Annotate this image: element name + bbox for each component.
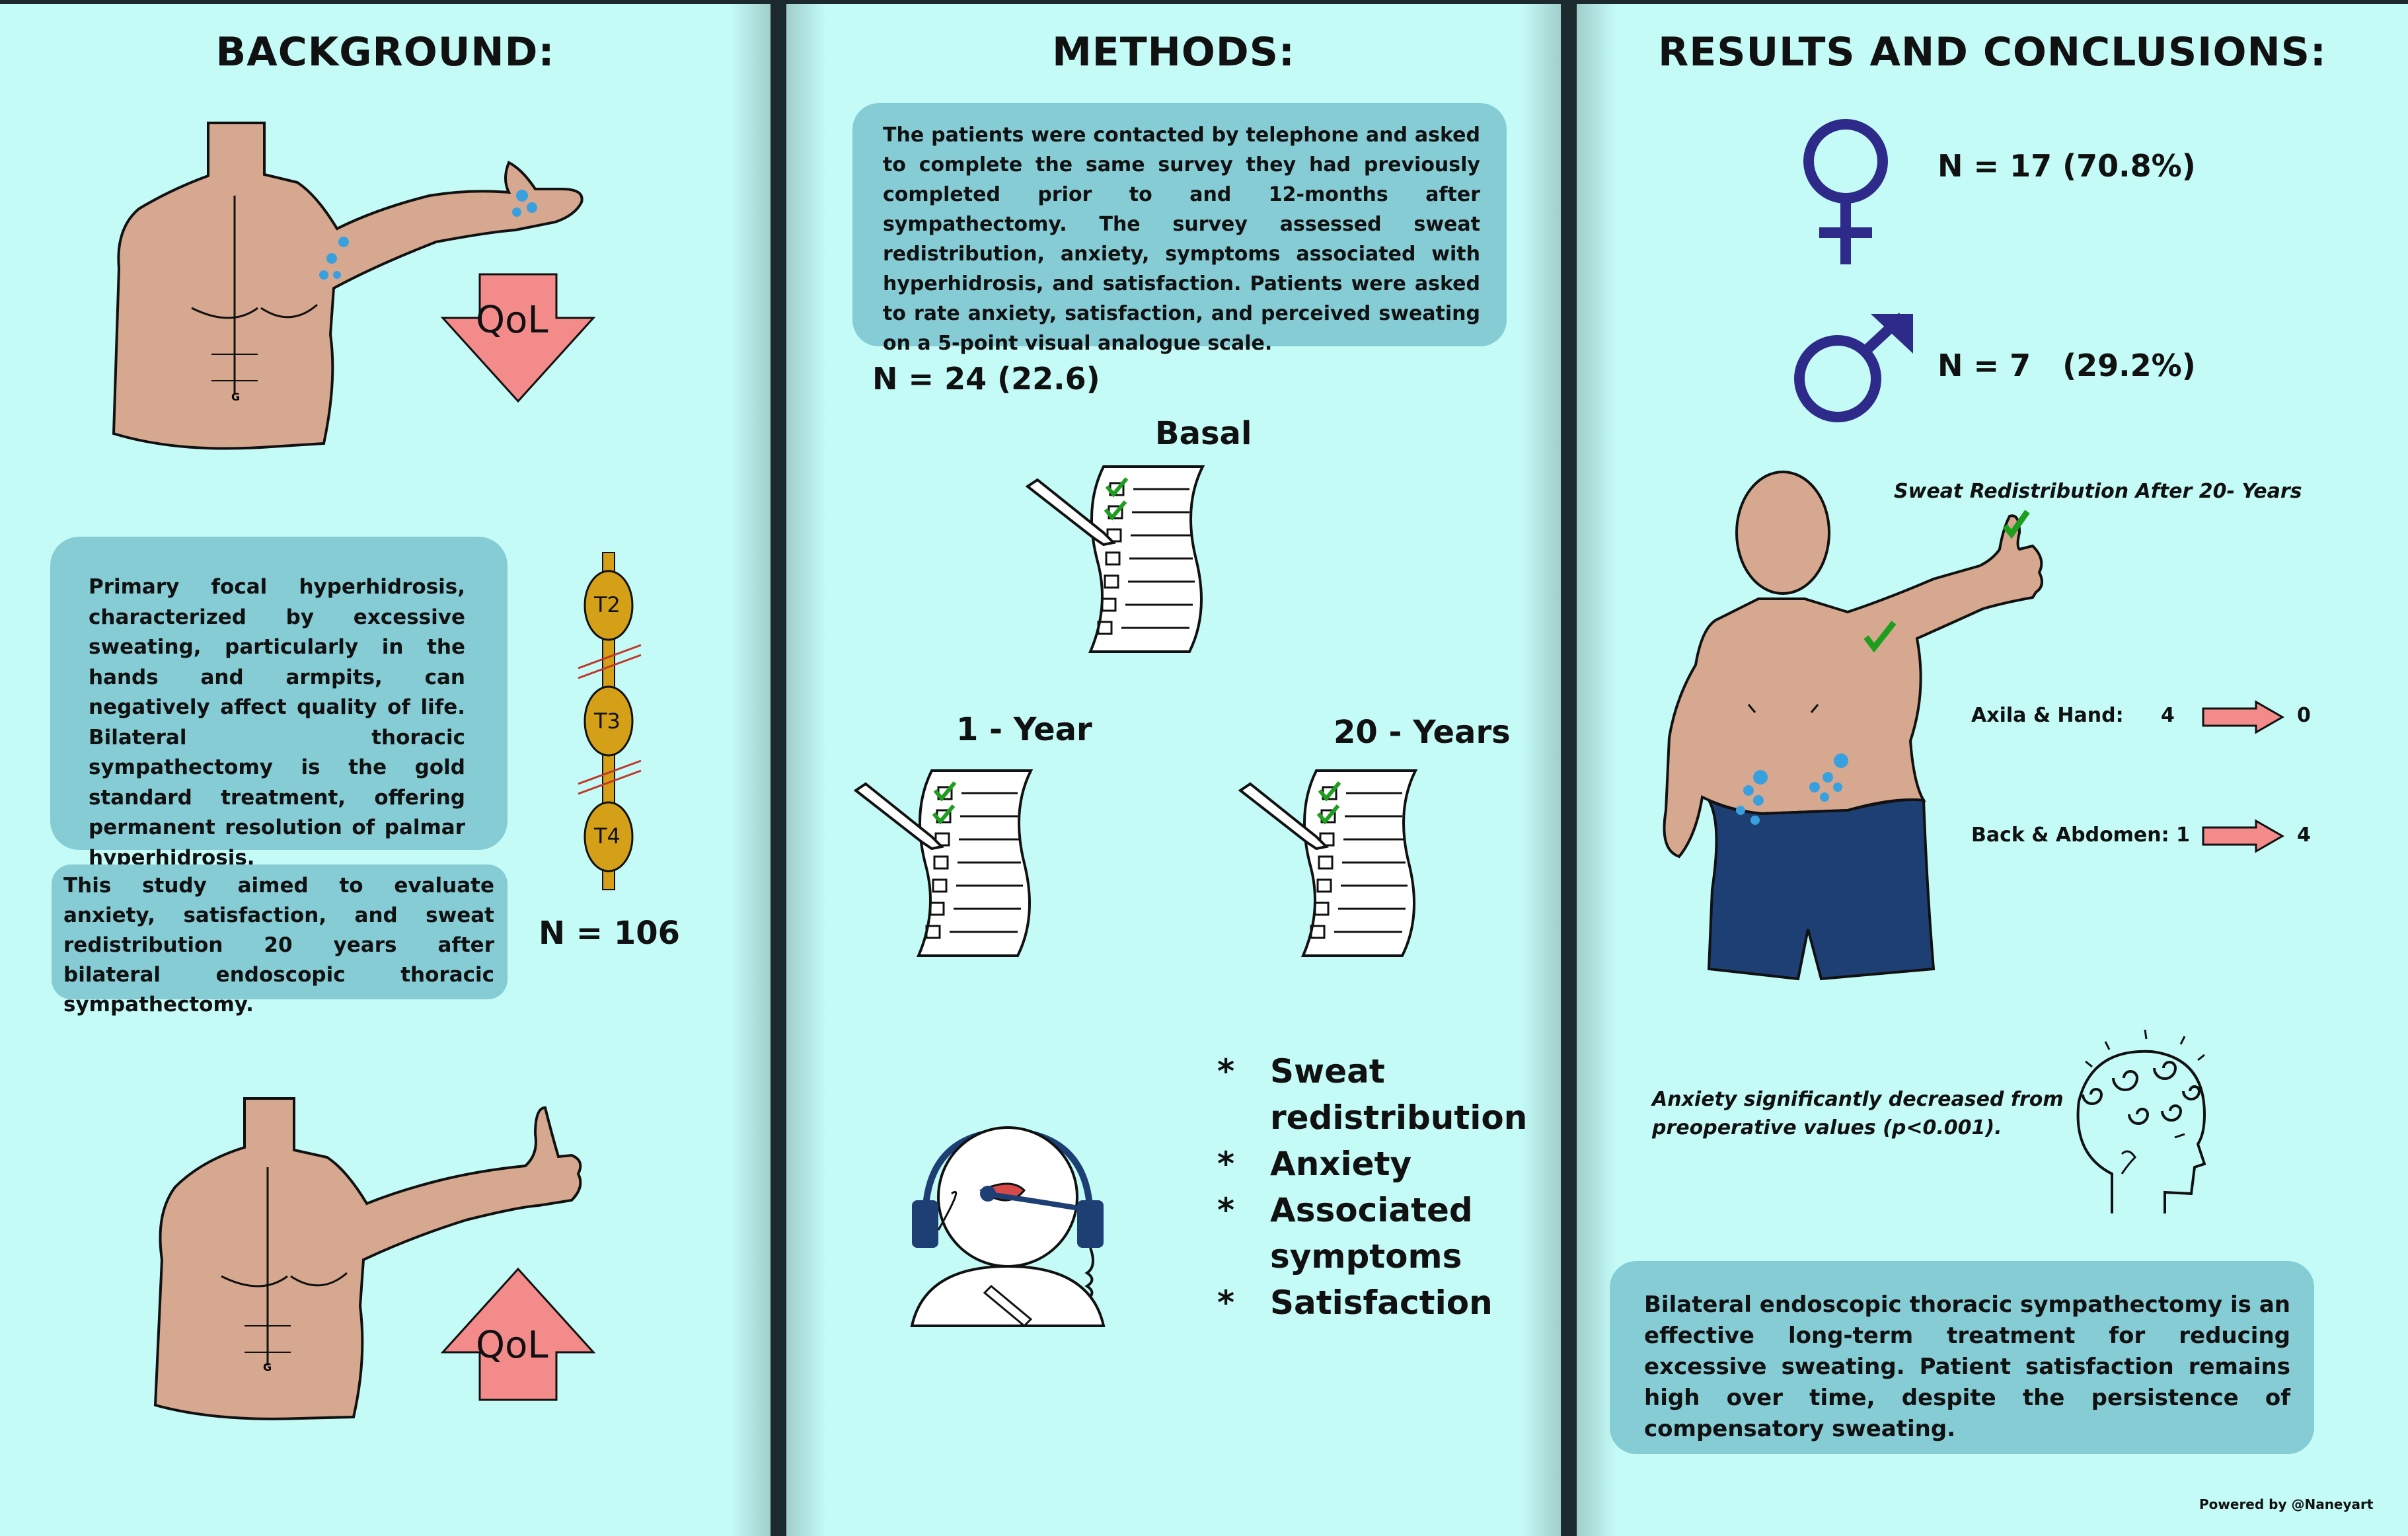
- back-abdomen-after: 4: [2297, 824, 2311, 847]
- survey-20-years-icon: [1238, 769, 1418, 957]
- sweating-torso-illustration: G: [112, 122, 583, 450]
- anxiety-result-line2: preoperative values (p<0.001).: [1652, 1116, 2002, 1139]
- thumbs-up-torso-illustration: G: [153, 1097, 582, 1420]
- qol-down-arrow-icon: [440, 273, 596, 403]
- timepoint-basal-label: Basal: [1155, 415, 1252, 452]
- results-title: RESULTS AND CONCLUSIONS:: [1658, 29, 2327, 75]
- anxiety-result-line1: Anxiety significantly decreased from: [1652, 1088, 2064, 1111]
- female-symbol-icon: [1803, 119, 1888, 264]
- study-aim-box: This study aimed to evaluate anxiety, sa…: [52, 864, 508, 1017]
- sweat-redistribution-title: Sweat Redistribution After 20- Years: [1894, 480, 2302, 503]
- ganglion-t3-label: T3: [594, 709, 621, 734]
- axila-hand-label: Axila & Hand:: [1971, 704, 2124, 727]
- timepoint-1-year-label: 1 - Year: [956, 711, 1092, 748]
- conclusion-box: Bilateral endoscopic thoracic sympathect…: [1610, 1261, 2314, 1454]
- svg-text:G: G: [263, 1361, 272, 1373]
- survey-basal-icon: [1025, 465, 1205, 653]
- male-symbol-icon: [1794, 313, 1913, 422]
- qol-down-label: QoL: [476, 299, 548, 342]
- methods-description-box: The patients were contacted by telephone…: [852, 103, 1507, 355]
- sympathetic-chain-illustration: [578, 552, 642, 890]
- back-abdomen-label: Back & Abdomen: 1: [1971, 824, 2190, 847]
- methods-panel: METHODS: The patients were contacted by …: [786, 4, 1561, 1536]
- axila-hand-after: 0: [2297, 704, 2311, 727]
- results-panel: RESULTS AND CONCLUSIONS: N = 17 (70.8%) …: [1577, 4, 2408, 1536]
- background-intro-box: Primary focal hyperhidrosis, characteriz…: [50, 537, 508, 870]
- ganglion-t2-label: T2: [594, 592, 621, 617]
- credit-text: Powered by @Naneyart: [2199, 1496, 2374, 1512]
- list-item: *Satisfaction: [1217, 1284, 1493, 1322]
- conclusion-text: Bilateral endoscopic thoracic sympathect…: [1644, 1291, 2290, 1442]
- study-aim-text: This study aimed to evaluate anxiety, sa…: [63, 874, 494, 1017]
- timepoint-20-years-label: 20 - Years: [1334, 714, 1511, 751]
- ganglion-t4-label: T4: [594, 824, 621, 849]
- total-patients-count: N = 106: [539, 915, 681, 952]
- telephone-operator-icon: [910, 1126, 1106, 1328]
- qol-up-arrow-icon: [440, 1267, 596, 1401]
- anxious-head-icon: [2076, 1029, 2206, 1213]
- background-panel: BACKGROUND: G QoL Primary focal hyperhid…: [0, 4, 771, 1536]
- list-item: *Anxiety: [1217, 1145, 1412, 1183]
- man-figure-illustration: [1663, 471, 2043, 981]
- sample-count: N = 24 (22.6): [872, 361, 1100, 397]
- back-abdomen-arrow-icon: [2202, 819, 2285, 853]
- axila-hand-before: 4: [2161, 704, 2175, 727]
- axila-hand-arrow-icon: [2202, 700, 2285, 734]
- background-intro-text: Primary focal hyperhidrosis, characteriz…: [89, 575, 465, 870]
- male-count: N = 7 (29.2%): [1938, 348, 2196, 383]
- female-count: N = 17 (70.8%): [1938, 148, 2196, 184]
- qol-up-label: QoL: [476, 1324, 548, 1367]
- methods-description-text: The patients were contacted by telephone…: [883, 124, 1480, 355]
- background-title: BACKGROUND:: [215, 29, 555, 75]
- methods-title: METHODS:: [1052, 29, 1295, 75]
- survey-1-year-icon: [853, 769, 1034, 957]
- svg-text:G: G: [231, 391, 240, 403]
